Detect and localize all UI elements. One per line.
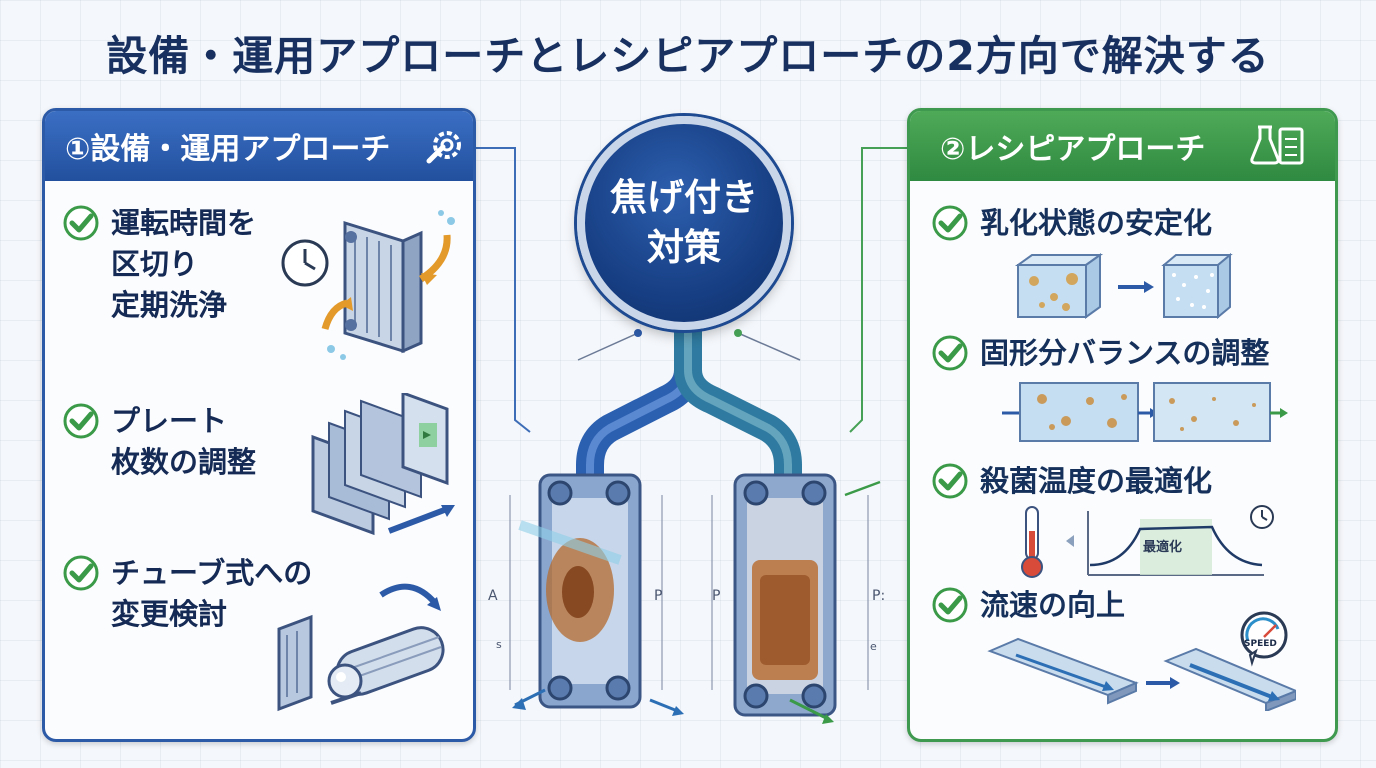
heat-exchanger-left: [512, 473, 684, 716]
equipment-approach-header: ①設備・運用アプローチ: [45, 111, 473, 181]
equipment-item-plate-count: プレート 枚数の調整: [63, 401, 256, 483]
annotation-a: A: [488, 588, 498, 604]
annotation-s: s: [496, 638, 502, 651]
connector-right: [849, 147, 907, 433]
flow-channel-speed-illustration: [987, 611, 1296, 711]
recipe-item-sterilization-temp: 殺菌温度の最適化: [932, 461, 1212, 502]
center-line-2: 対策: [647, 226, 721, 269]
annotation-p-1: P: [654, 588, 663, 604]
center-line-1: 焦げ付き: [610, 176, 758, 219]
tube-heat-exchanger-illustration: [277, 583, 445, 712]
check-icon: [63, 555, 99, 591]
recipe-approach-title: ②レシピアプローチ: [940, 132, 1206, 167]
equipment-approach-panel: ①設備・運用アプローチ 運転時間を 区切り 定期洗浄: [42, 108, 476, 742]
speed-label: SPEED: [1244, 639, 1277, 649]
recipe-item-solids-balance: 固形分バランスの調整: [932, 333, 1269, 374]
equipment-item-1-line-2: 区切り: [111, 247, 199, 281]
equipment-item-2-line-2: 枚数の調整: [111, 445, 257, 479]
equipment-item-tube-change: チューブ式への 変更検討: [63, 553, 312, 635]
equipment-item-1-line-1: 運転時間を: [111, 206, 257, 240]
plate-stack-adjustment-illustration: [311, 393, 455, 536]
recipe-item-2-line-1: 固形分バランスの調整: [980, 336, 1270, 370]
check-icon: [932, 463, 968, 499]
center-circle: 焦げ付き 対策: [577, 116, 791, 330]
recipe-item-1-line-1: 乳化状態の安定化: [980, 206, 1213, 240]
optimal-label: 最適化: [1143, 540, 1183, 555]
check-icon: [932, 335, 968, 371]
check-icon: [932, 587, 968, 623]
recipe-item-flow-speed: 流速の向上: [932, 585, 1125, 626]
equipment-item-periodic-cleaning: 運転時間を 区切り 定期洗浄: [63, 203, 256, 326]
equipment-item-2-line-1: プレート: [111, 404, 228, 438]
flask-clipboard-icon: [1250, 125, 1304, 165]
annotation-p-2: P: [712, 588, 721, 604]
annotation-e: e: [870, 640, 877, 653]
connector-left: [470, 147, 531, 433]
recipe-item-emulsion: 乳化状態の安定化: [932, 203, 1212, 244]
recipe-item-3-line-1: 殺菌温度の最適化: [980, 464, 1213, 498]
equipment-item-3-line-2: 変更検討: [111, 597, 228, 631]
emulsion-cubes-illustration: [1014, 252, 1233, 320]
recipe-approach-panel: ②レシピアプローチ 乳化状態の安定化: [907, 108, 1338, 742]
equipment-item-1-line-3: 定期洗浄: [111, 288, 228, 322]
annotation-p-3: P:: [872, 588, 886, 604]
page-title: 設備・運用アプローチとレシピアプローチの2方向で解決する: [106, 32, 1270, 80]
temperature-curve-illustration: [1021, 505, 1274, 578]
equipment-item-3-line-1: チューブ式への: [111, 556, 313, 590]
heat-exchanger-right: [733, 473, 881, 724]
recipe-approach-header: ②レシピアプローチ: [910, 111, 1335, 181]
plate-heat-exchanger-cleaning-illustration: [281, 210, 455, 360]
equipment-approach-title: ①設備・運用アプローチ: [65, 132, 391, 167]
check-icon: [932, 205, 968, 241]
recipe-item-4-line-1: 流速の向上: [980, 588, 1126, 622]
check-icon: [63, 205, 99, 241]
check-icon: [63, 403, 99, 439]
gear-wrench-icon: [426, 131, 461, 164]
solids-balance-flow-illustration: [1002, 382, 1288, 442]
